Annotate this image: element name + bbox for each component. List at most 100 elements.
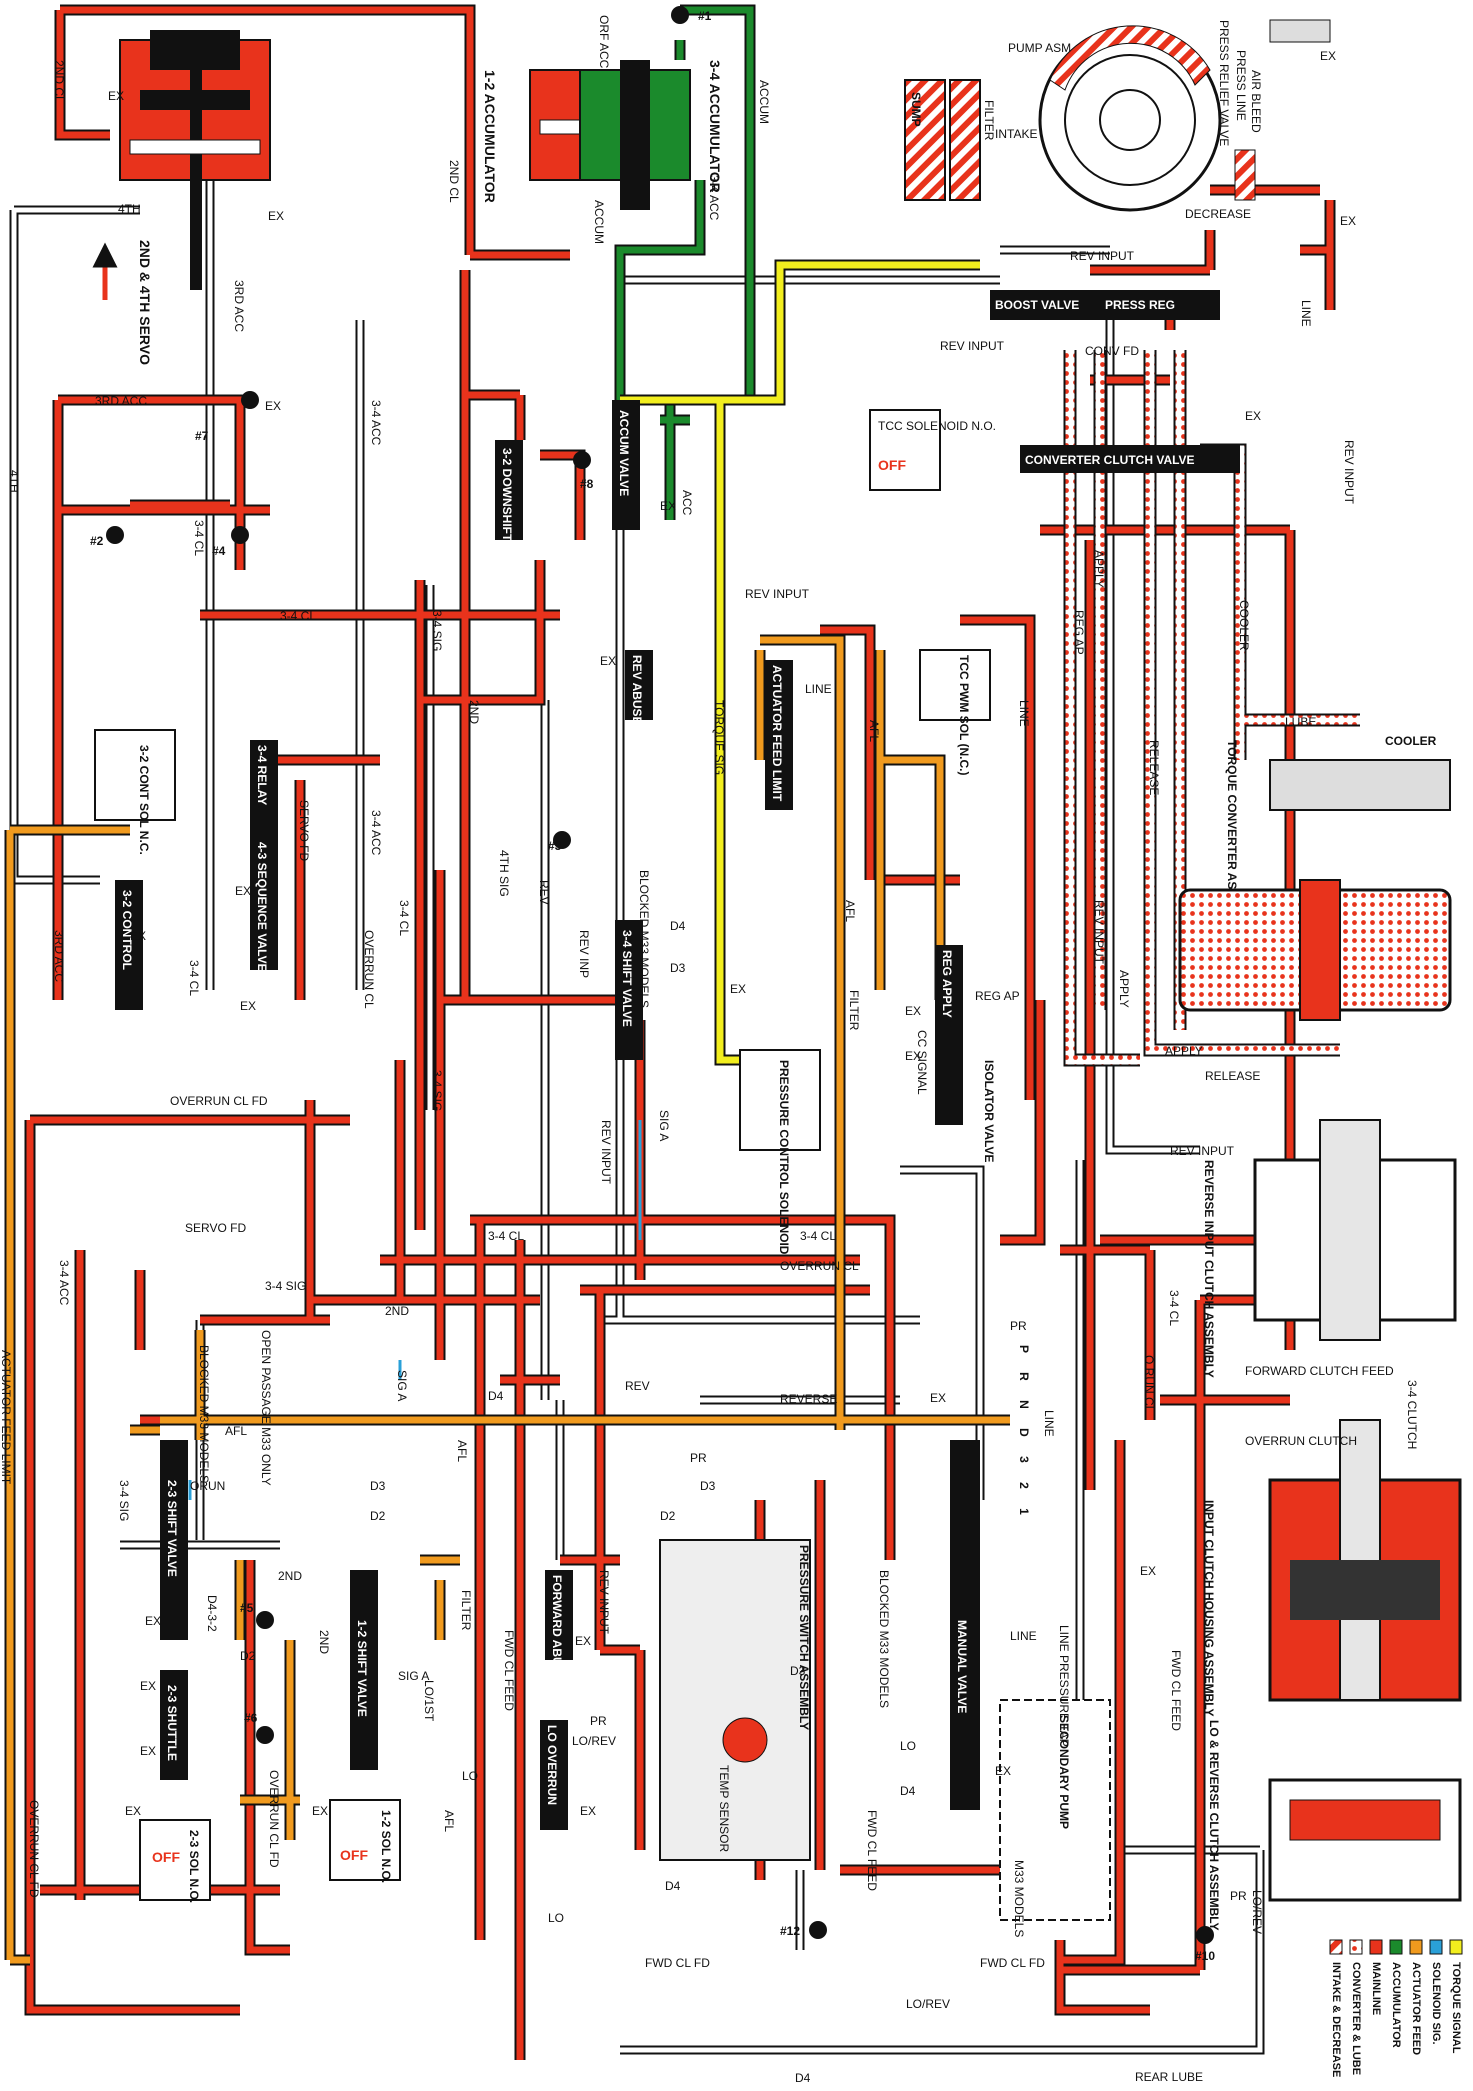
downshift-label: 3-2 DOWNSHIFT xyxy=(500,448,514,542)
legend-label-1: CONVERTER & LUBE xyxy=(1350,1962,1362,2075)
press-reg-valve xyxy=(990,290,1220,320)
tcc-solenoid-label: TCC SOLENOID N.O. xyxy=(878,419,996,433)
seq43-valve xyxy=(250,840,278,970)
lbl-rev-input-a: REV INPUT xyxy=(1070,249,1135,263)
cont32-sol xyxy=(94,729,176,821)
shift12-label: 1-2 SHIFT VALVE xyxy=(355,1620,369,1717)
lbl-rev-input-h: REV INPUT xyxy=(597,1570,611,1635)
sump xyxy=(904,79,946,201)
tcc-off: OFF xyxy=(878,457,906,473)
lbl-ex-9: EX xyxy=(240,999,256,1013)
lbl-overrun-cl-fd-b: OVERRUN CL FD xyxy=(267,1770,281,1868)
lbl-ex-16: EX xyxy=(145,1614,161,1628)
sol23-off: OFF xyxy=(152,1849,180,1865)
lbl-ex-12: EX xyxy=(905,1004,921,1018)
lbl-lo-rev-c: LO/REV xyxy=(1250,1890,1264,1934)
rev-input-clutch xyxy=(1253,1119,1457,1341)
lbl-fwd-cl-fd-b: FWD CL FD xyxy=(980,1956,1045,1970)
lbl-afl-d: AFL xyxy=(225,1424,247,1438)
sol12-off: OFF xyxy=(340,1847,368,1863)
legend-label-5: SOLENOID SIG. xyxy=(1430,1962,1442,2045)
lbl-d4-d: D4 xyxy=(665,1879,681,1893)
lbl-rev-input-e: REV INPUT xyxy=(1092,900,1106,965)
press-relief-label: PRESS RELIEF VALVE xyxy=(1217,20,1231,146)
lbl-pr-d: PR xyxy=(1230,1889,1247,1903)
manual-valve xyxy=(950,1440,980,1810)
lbl-34cl-a: 3-4 CL xyxy=(192,520,206,556)
conv-clutch-label: CONVERTER CLUTCH VALVE xyxy=(1025,453,1195,467)
blocked-m33-3: BLOCKED M33 MODELS xyxy=(877,1570,891,1708)
lbl-ex-15: EX xyxy=(1140,1564,1156,1578)
actuator-feed-fill xyxy=(6,636,1010,1964)
lbl-34acc-c: 3-4 ACC xyxy=(369,810,383,856)
lbl-servo-fd-b: SERVO FD xyxy=(185,1221,246,1235)
lbl-fwd-cl-feed-c: FWD CL FEED xyxy=(865,1810,879,1891)
blocked-m33-2: BLOCKED M33 MODELS xyxy=(637,870,651,1008)
cb-12: #12 xyxy=(780,1924,800,1938)
lbl-ex-18: EX xyxy=(140,1744,156,1758)
tcc-pwm-label: TCC PWM SOL (N.C.) xyxy=(957,655,971,775)
air-bleed-label: AIR BLEED xyxy=(1249,70,1263,133)
lbl-2nd-d: 2ND xyxy=(317,1630,331,1654)
intake-label: INTAKE xyxy=(995,127,1037,141)
lbl-lo-a: LO xyxy=(548,1911,564,1925)
line-tap-label: LINE PRESSURE TAP xyxy=(1057,1625,1071,1747)
lbl-fwd-cl-feed-b: FWD CL FEED xyxy=(502,1630,516,1711)
forward-abuse-label: FORWARD ABUSE xyxy=(550,1575,564,1682)
lbl-34sig-a: 3-4 SIG xyxy=(430,610,444,651)
passage-labels: 2ND CL 2ND CL 4TH 4TH 3RD ACC 3RD ACC 3R… xyxy=(0,15,1419,2085)
cont32-label: 3-2 CONT SOL N.C. xyxy=(137,745,151,855)
manual-valve-label: MANUAL VALVE xyxy=(955,1620,969,1713)
lbl-34cl-b: 3-4 CL xyxy=(280,609,316,623)
lbl-apply-c: APPLY xyxy=(1165,1044,1203,1058)
lbl-servo-fd-a: SERVO FD xyxy=(297,800,311,861)
pump-filter xyxy=(1234,149,1256,201)
lbl-fwd-cl-feed-a: FWD CL FEED xyxy=(1169,1650,1183,1731)
lbl-34clutch: 3-4 CLUTCH xyxy=(1405,1380,1419,1449)
lbl-sig-a-c: SIG A xyxy=(398,1669,429,1683)
reg-apply-label: REG APPLY xyxy=(940,950,954,1018)
input-clutch xyxy=(1268,1419,1462,1702)
sol23 xyxy=(139,1819,211,1901)
cb-7: #7 xyxy=(195,429,209,443)
lbl-2nd-cl-a: 2ND CL xyxy=(52,60,66,103)
lbl-ex-10: EX xyxy=(235,884,251,898)
lbl-34sig-c: 3-4 SIG xyxy=(265,1279,306,1293)
actuator-feed-valve xyxy=(765,660,793,810)
solenoid-signal xyxy=(188,1120,642,1500)
shift23-label: 2-3 SHIFT VALVE xyxy=(165,1480,179,1577)
lo-overrun-label: LO OVERRUN xyxy=(545,1725,559,1805)
secondary-pump-label: SECONDARY PUMP xyxy=(1057,1715,1071,1829)
lbl-d432: D4-3-2 xyxy=(205,1595,219,1632)
lbl-release-b: RELEASE xyxy=(1205,1069,1260,1083)
isolator-label: ISOLATOR VALVE xyxy=(982,1060,996,1162)
lbl-line-c: LINE xyxy=(805,682,832,696)
input-clutch-label: INPUT CLUTCH HOUSING ASSEMBLY xyxy=(1202,1500,1216,1716)
checkballs: #1 #2 #3 #4 #5 #6 #7 #8 #10 #12 xyxy=(90,6,1215,1963)
accum-valve xyxy=(612,400,640,530)
lbl-lo-1st: LO/1ST xyxy=(422,1680,436,1722)
lo-rev-clutch xyxy=(1268,1778,1462,1902)
legend-label-3: ACCUMULATOR xyxy=(1390,1962,1402,2048)
lbl-afl-a: AFL xyxy=(843,900,857,922)
legend-swatch-3 xyxy=(1389,1939,1403,1955)
lbl-lube: LUBE xyxy=(1285,715,1316,729)
torque-converter xyxy=(1178,879,1452,1021)
cb-10: #10 xyxy=(1195,1949,1215,1963)
lbl-sig-a-a: SIG A xyxy=(657,1110,671,1141)
legend-label-6: TORQUE SIGNAL xyxy=(1450,1962,1462,2054)
pressure-switch-active xyxy=(722,1717,768,1763)
cb-6: #6 xyxy=(244,1711,258,1725)
temp-sensor-label: TEMP SENSOR xyxy=(717,1765,731,1852)
lbl-line-b: LINE xyxy=(1017,700,1031,727)
lbl-2nd-b: 2ND xyxy=(385,1304,409,1318)
cb-4: #4 xyxy=(212,544,226,558)
lbl-rev-input-b: REV INPUT xyxy=(940,339,1005,353)
lbl-afl-e: AFL xyxy=(442,1810,456,1832)
lbl-3rd-acc-a: 3RD ACC xyxy=(232,280,246,332)
lbl-fwd-clutch-feed: FORWARD CLUTCH FEED xyxy=(1245,1364,1394,1378)
seq43-label: 4-3 SEQUENCE VALVE xyxy=(255,842,269,972)
lbl-ex-4: EX xyxy=(1320,49,1336,63)
lbl-d4-e: D4 xyxy=(795,2071,811,2085)
